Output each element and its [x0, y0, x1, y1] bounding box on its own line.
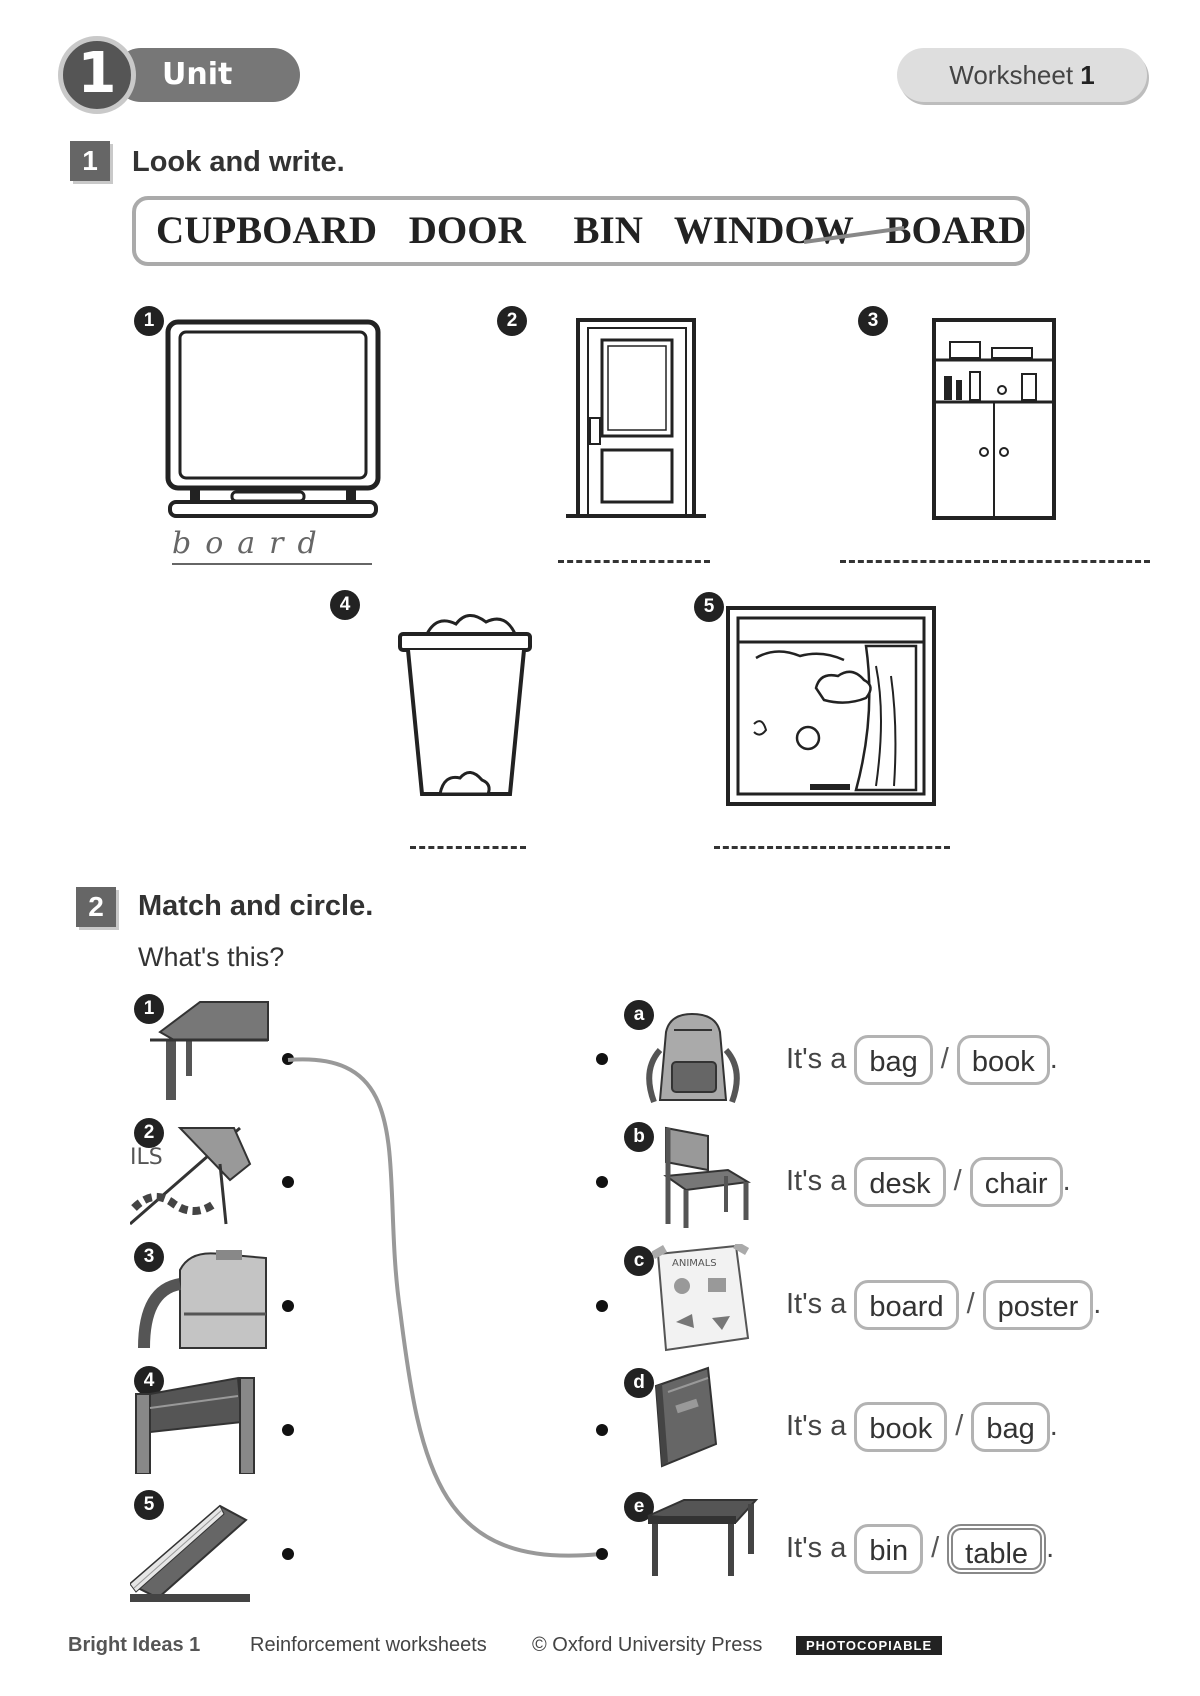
- left-dot-5[interactable]: [282, 1548, 294, 1560]
- option-bag[interactable]: bag: [854, 1035, 933, 1086]
- item-number-1: 1: [134, 306, 164, 336]
- crossed-out-line: [803, 226, 905, 244]
- door-icon: [566, 318, 706, 518]
- sentence-b: It's a desk/chair.: [786, 1152, 1071, 1210]
- answer-1: board: [172, 526, 331, 561]
- left-dot-3[interactable]: [282, 1300, 294, 1312]
- sentence-prefix: It's a: [786, 1165, 847, 1197]
- option-chair[interactable]: chair: [969, 1157, 1063, 1208]
- school-chair-icon: [663, 1126, 751, 1228]
- cupboard-icon: [932, 318, 1056, 520]
- left-number-2: 2: [134, 1118, 164, 1148]
- board-icon: [165, 319, 381, 518]
- slash: /: [966, 1288, 975, 1320]
- footer-worksheets: Reinforcement worksheets: [250, 1634, 487, 1656]
- answer-line-1: [172, 563, 372, 565]
- book-icon: [130, 1504, 250, 1602]
- exercise2-number: 2: [76, 887, 116, 927]
- left-number-5: 5: [134, 1490, 164, 1520]
- left-dot-4[interactable]: [282, 1424, 294, 1436]
- sentence-c: It's a board/poster.: [786, 1275, 1101, 1333]
- worksheet-label: Worksheet 1: [897, 48, 1147, 102]
- word-window: WINDOW: [673, 209, 854, 252]
- window-icon: [726, 606, 936, 806]
- worksheet-number: 1: [1080, 60, 1095, 90]
- right-dot-a[interactable]: [596, 1053, 608, 1065]
- backpack-icon: [646, 1012, 740, 1104]
- word-bank: CUPBOARD DOOR BIN WINDOW BOARD: [132, 196, 1030, 266]
- match-line: [287, 1057, 601, 1558]
- poster-title: ANIMALS: [672, 1258, 717, 1269]
- sentence-end: .: [1062, 1165, 1071, 1197]
- option-book[interactable]: book: [854, 1402, 948, 1453]
- exercise2-instruction: Match and circle.: [138, 890, 374, 922]
- word-cupboard: CUPBOARD: [156, 209, 377, 252]
- option-bin[interactable]: bin: [854, 1524, 924, 1575]
- word-door: DOOR: [408, 209, 526, 252]
- sentence-prefix: It's a: [786, 1043, 847, 1075]
- chair-icon: [135, 1376, 255, 1474]
- left-number-3: 3: [134, 1242, 164, 1272]
- sentence-end: .: [1049, 1410, 1058, 1442]
- bag-icon: [138, 1250, 267, 1349]
- answer-line-3: [840, 560, 1150, 563]
- right-letter-c: c: [624, 1246, 654, 1276]
- question-text: What's this?: [138, 942, 285, 972]
- slash: /: [931, 1532, 940, 1564]
- slash: /: [955, 1410, 964, 1442]
- right-letter-d: d: [624, 1368, 654, 1398]
- word-bin: BIN: [573, 209, 643, 252]
- footer-photocopiable: PHOTOCOPIABLE: [796, 1636, 943, 1655]
- sentence-end: .: [1046, 1532, 1055, 1564]
- small-table-icon: [647, 1499, 759, 1576]
- footer-copyright: © Oxford University Press: [532, 1634, 763, 1656]
- slash: /: [953, 1165, 962, 1197]
- item-number-4: 4: [330, 590, 360, 620]
- sentence-a: It's a bag/book.: [786, 1030, 1058, 1088]
- right-dot-d[interactable]: [596, 1424, 608, 1436]
- svg-text:ILS: ILS: [130, 1145, 163, 1170]
- exercise1-number: 1: [70, 141, 110, 181]
- sentence-end: .: [1049, 1043, 1058, 1075]
- option-bag[interactable]: bag: [971, 1402, 1050, 1453]
- unit-number: 1: [58, 36, 136, 114]
- right-dot-c[interactable]: [596, 1300, 608, 1312]
- poster-icon: ILS: [130, 1126, 252, 1226]
- left-number-1: 1: [134, 994, 164, 1024]
- bin-icon: [398, 614, 532, 796]
- option-book[interactable]: book: [956, 1035, 1050, 1086]
- footer-brand: Bright Ideas 1: [68, 1634, 201, 1656]
- notebook-icon: [654, 1366, 718, 1468]
- answer-line-5: [714, 846, 950, 849]
- item-number-2: 2: [497, 306, 527, 336]
- slash: /: [940, 1043, 949, 1075]
- item-number-3: 3: [858, 306, 888, 336]
- sentence-prefix: It's a: [786, 1532, 847, 1564]
- right-letter-a: a: [624, 1000, 654, 1030]
- unit-badge: 1 Unit: [58, 36, 300, 116]
- right-dot-e[interactable]: [596, 1548, 608, 1560]
- word-board: BOARD: [885, 209, 1027, 252]
- answer-line-2: [558, 560, 710, 563]
- left-dot-2[interactable]: [282, 1176, 294, 1188]
- right-letter-b: b: [624, 1122, 654, 1152]
- sentence-prefix: It's a: [786, 1410, 847, 1442]
- animals-poster-icon: ANIMALS: [652, 1244, 750, 1352]
- desk-icon: [150, 1001, 269, 1100]
- item-number-5: 5: [694, 592, 724, 622]
- option-poster[interactable]: poster: [982, 1280, 1094, 1331]
- left-number-4: 4: [134, 1366, 164, 1396]
- exercise1-instruction: Look and write.: [132, 146, 345, 178]
- unit-label: Unit: [114, 48, 300, 102]
- sentence-d: It's a book/bag.: [786, 1397, 1058, 1455]
- sentence-end: .: [1093, 1288, 1102, 1320]
- option-table-circled[interactable]: table: [947, 1524, 1047, 1575]
- worksheet-text: Worksheet: [949, 60, 1074, 90]
- answer-line-4: [410, 846, 526, 849]
- sentence-prefix: It's a: [786, 1288, 847, 1320]
- sentence-e: It's a bin/table.: [786, 1519, 1054, 1577]
- right-dot-b[interactable]: [596, 1176, 608, 1188]
- option-desk[interactable]: desk: [854, 1157, 946, 1208]
- option-board[interactable]: board: [854, 1280, 959, 1331]
